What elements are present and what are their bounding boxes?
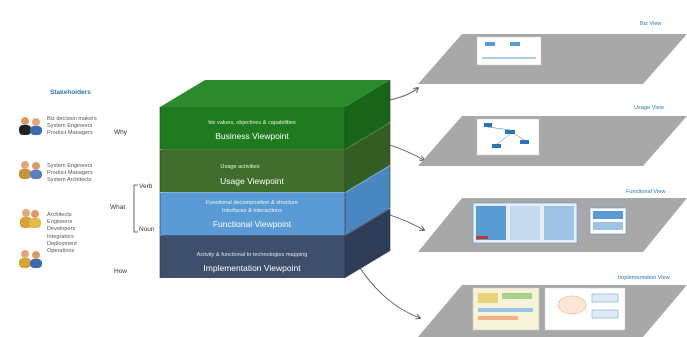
business-layer-top	[160, 80, 390, 107]
what-label: What	[110, 204, 126, 211]
functional-layer-side	[345, 166, 390, 235]
people-icon	[19, 161, 42, 179]
stakeholder-group-usage: System Engineers Product Managers System…	[47, 163, 93, 185]
business-layer-side	[345, 80, 390, 149]
functional-view-panel	[418, 198, 687, 252]
functional-desc-2: Interfaces & interactions	[222, 208, 282, 214]
usage-desc: Usage activities	[220, 164, 259, 170]
how-label: How	[114, 268, 128, 275]
stakeholder-line: System Engineers	[47, 163, 93, 169]
business-name: Business Viewpoint	[215, 131, 289, 141]
why-label: Why	[114, 129, 127, 136]
implementation-view-panel	[418, 285, 687, 337]
functional-name: Functional Viewpoint	[213, 219, 292, 229]
usage-layer-side	[345, 123, 390, 192]
stakeholder-group-implementation: Architects Engineers Developers Integrat…	[47, 212, 77, 255]
implementation-name: Implementation Viewpoint	[203, 263, 301, 273]
arrow-to-biz-view	[389, 88, 418, 101]
stakeholder-line: Biz decision makers	[47, 116, 97, 122]
business-layer-front	[160, 107, 345, 149]
arrow-to-usage-view	[389, 144, 424, 160]
stakeholder-group-biz: Biz decision makers System Engineers Pro…	[47, 116, 97, 138]
usage-name: Usage Viewpoint	[220, 176, 284, 186]
noun-label: Noun	[139, 226, 155, 233]
people-icon	[19, 117, 42, 135]
implementation-layer-front	[160, 236, 345, 278]
stakeholder-line: Architects	[47, 212, 72, 218]
stakeholder-line: Deployment	[47, 240, 77, 247]
people-icon	[20, 209, 41, 228]
usage-view-panel	[418, 116, 687, 166]
stakeholder-line: Developers	[47, 226, 76, 233]
functional-layer-front	[160, 193, 345, 235]
stakeholder-line: Integrators	[47, 233, 74, 240]
arrow-to-implementation-view	[359, 267, 420, 318]
verb-label: Verb	[139, 183, 153, 190]
biz-view-panel	[418, 34, 687, 84]
people-icon	[19, 250, 42, 268]
implementation-desc: Activity & functional to technologies ma…	[197, 252, 308, 258]
stakeholder-line: System Engineers	[47, 123, 93, 130]
implementation-view-title: Implementation View	[618, 275, 670, 281]
stakeholder-line: Operations	[47, 248, 75, 255]
stakeholder-line: Engineers	[47, 219, 73, 226]
usage-view-title: Usage View	[634, 105, 664, 111]
implementation-layer-side	[345, 209, 390, 278]
arrow-to-functional-view	[389, 214, 424, 230]
usage-layer-front	[160, 150, 345, 192]
stakeholders-title: Stakeholders	[50, 89, 91, 96]
functional-view-title: Functional View	[626, 189, 666, 195]
stakeholder-line: Product Managers	[47, 130, 93, 137]
stakeholder-line: System Architects	[47, 177, 92, 184]
what-bracket	[133, 184, 138, 233]
functional-desc-1: Functional decomposition & structure	[206, 200, 298, 206]
stakeholder-line: Product Managers	[47, 170, 93, 177]
biz-view-title: Biz View	[640, 21, 662, 27]
business-desc: biz values, objectives & capabilities	[208, 120, 296, 126]
